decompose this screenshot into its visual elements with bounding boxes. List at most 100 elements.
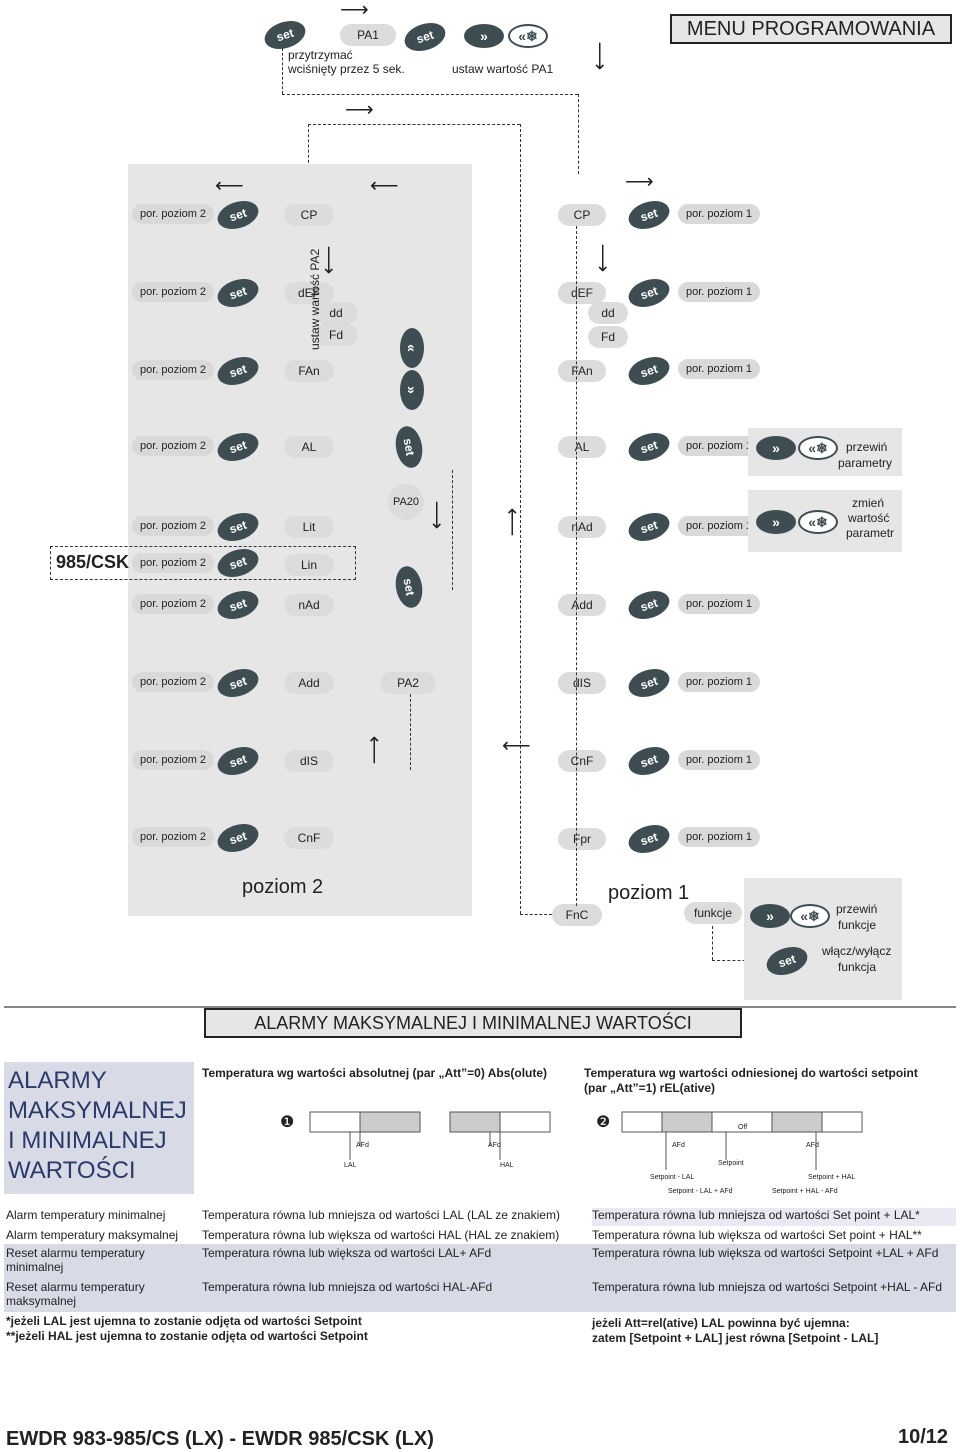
dashed-connector [712, 926, 713, 960]
param-cnf[interactable]: CnF [284, 827, 334, 849]
back-level1[interactable]: por. poziom 1 [678, 516, 761, 536]
alarms-section-title: ALARMY MAKSYMALNEJ I MINIMALNEJ WARTOŚCI [204, 1008, 742, 1038]
set-button[interactable]: set [625, 664, 673, 702]
chevron-up-snowflake-icon: «❄ [800, 908, 820, 924]
param-al[interactable]: AL [284, 436, 334, 458]
param-dis-l1[interactable]: dIS [558, 672, 606, 694]
param-pa2[interactable]: PA2 [380, 672, 436, 694]
back-level1[interactable]: por. poziom 1 [678, 827, 761, 847]
back-level1[interactable]: por. poziom 1 [678, 436, 761, 456]
abs-alarm-diagram [309, 1111, 551, 1160]
level2-panel [128, 164, 472, 916]
diagram-number-2: ❷ [596, 1114, 611, 1131]
chevron-up-snowflake-icon: «❄ [518, 28, 538, 44]
param-al-l1[interactable]: AL [558, 436, 606, 458]
param-cp-l1[interactable]: CP [558, 204, 606, 226]
param-fd-l1[interactable]: Fd [588, 326, 628, 348]
hal-label: HAL [500, 1162, 514, 1169]
hold-note-line1: przytrzymać [288, 48, 353, 62]
functions-label[interactable]: funkcje [684, 902, 742, 924]
param-add-l1[interactable]: Add [558, 594, 606, 616]
back-level1[interactable]: por. poziom 1 [678, 204, 761, 224]
param-fpr-l1[interactable]: Fpr [558, 828, 606, 850]
param-add[interactable]: Add [284, 672, 334, 694]
back-level2[interactable]: por. poziom 2 [132, 750, 215, 770]
set-button[interactable]: set [625, 352, 673, 390]
sp-hal-label: Setpoint + HAL [808, 1174, 856, 1181]
hold-note-line2: wciśnięty przez 5 sek. [288, 62, 405, 76]
chevron-up-snowflake-icon: « [404, 344, 420, 352]
param-fd[interactable]: Fd [314, 324, 358, 346]
divider [4, 1006, 956, 1008]
back-level1[interactable]: por. poziom 1 [678, 750, 761, 770]
param-cp[interactable]: CP [284, 204, 334, 226]
down-button[interactable]: » [756, 436, 796, 460]
set-button[interactable]: set [625, 586, 673, 624]
down-arrow-icon: ⟶ [588, 41, 611, 71]
back-level1[interactable]: por. poziom 1 [678, 282, 761, 302]
param-nad[interactable]: nAd [284, 594, 334, 616]
back-level2[interactable]: por. poziom 2 [132, 672, 215, 692]
left-arrow-icon: ⟵ [215, 175, 244, 197]
back-level1[interactable]: por. poziom 1 [678, 672, 761, 692]
back-level1[interactable]: por. poziom 1 [678, 359, 761, 379]
set-button[interactable]: set [625, 742, 673, 780]
down-button[interactable]: » [400, 370, 424, 410]
up-button[interactable]: «❄ [798, 436, 838, 460]
back-level1[interactable]: por. poziom 1 [678, 594, 761, 614]
param-def[interactable]: dEF [284, 282, 334, 304]
down-button[interactable]: » [464, 24, 504, 48]
param-fan[interactable]: FAn [284, 360, 334, 382]
functions-panel [744, 878, 902, 1000]
param-dis[interactable]: dIS [284, 750, 334, 772]
up-arrow-icon: ⟶ [363, 735, 386, 765]
param-cnf-l1[interactable]: CnF [558, 750, 606, 772]
up-button[interactable]: «❄ [508, 24, 548, 48]
back-level2[interactable]: por. poziom 2 [132, 436, 215, 456]
afd-label: AFd [806, 1142, 819, 1149]
level2-label: poziom 2 [242, 876, 324, 898]
param-dd-l1[interactable]: dd [588, 302, 628, 324]
left-arrow-icon: ⟵ [502, 735, 531, 757]
param-pa20[interactable]: PA20 [388, 484, 424, 520]
up-button[interactable]: «❄ [798, 510, 838, 534]
alarms-side-title-line: MAKSYMALNEJ [8, 1097, 187, 1124]
set-button[interactable]: set [401, 18, 449, 56]
back-level2[interactable]: por. poziom 2 [132, 516, 215, 536]
param-dd[interactable]: dd [314, 302, 358, 324]
param-lin[interactable]: Lin [284, 554, 334, 576]
set-button[interactable]: set [625, 428, 673, 466]
setpoint-label: Setpoint [718, 1160, 744, 1167]
set-button[interactable]: set [625, 508, 673, 546]
back-level2[interactable]: por. poziom 2 [132, 827, 215, 847]
rel-alarm-diagram [621, 1111, 863, 1170]
param-fnc-l1[interactable]: FnC [552, 904, 602, 926]
back-level2[interactable]: por. poziom 2 [132, 282, 215, 302]
dashed-connector [712, 960, 766, 961]
rel-header-line2: (par „Att”=1) rEL(ative) [584, 1081, 716, 1095]
param-nad-l1[interactable]: nAd [558, 516, 606, 538]
param-fan-l1[interactable]: FAn [558, 360, 606, 382]
row-name: Alarm temperatury maksymalnej [6, 1228, 179, 1242]
back-level2[interactable]: por. poziom 2 [132, 204, 215, 224]
up-button[interactable]: «❄ [790, 904, 830, 928]
row-name: Reset alarmu temperatury maksymalnej [6, 1280, 145, 1308]
back-level2[interactable]: por. poziom 2 [132, 360, 215, 380]
row-abs: Temperatura równa lub większa od wartośc… [202, 1228, 560, 1242]
set-button[interactable]: set [625, 274, 673, 312]
down-button[interactable]: » [750, 904, 790, 928]
set-button[interactable]: set [625, 196, 673, 234]
dashed-connector [576, 226, 577, 906]
back-level2[interactable]: por. poziom 2 [132, 553, 215, 573]
param-lit[interactable]: Lit [284, 516, 334, 538]
set-button[interactable]: set [625, 820, 673, 858]
param-def-l1[interactable]: dEF [558, 282, 606, 304]
pa1-label: PA1 [340, 24, 396, 46]
up-button[interactable]: « [400, 328, 424, 368]
right-arrow-icon: ⟶ [340, 0, 369, 21]
note-rel-line2: zatem [Setpoint + LAL] jest równa [Setpo… [592, 1331, 879, 1345]
down-button[interactable]: » [756, 510, 796, 534]
dashed-connector [578, 94, 579, 174]
left-arrow-icon: ⟵ [370, 175, 399, 197]
back-level2[interactable]: por. poziom 2 [132, 594, 215, 614]
